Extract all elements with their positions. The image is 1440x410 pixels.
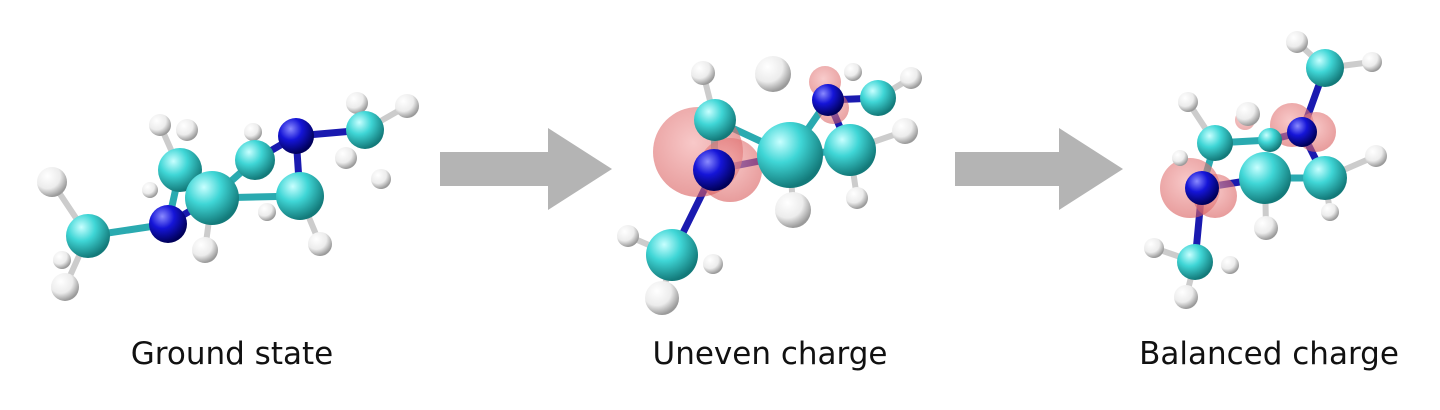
carbon-atom bbox=[860, 80, 896, 116]
carbon-atom bbox=[1306, 49, 1344, 87]
hydrogen-atom bbox=[755, 56, 791, 92]
molecule-uneven-charge bbox=[617, 56, 922, 315]
hydrogen-atom bbox=[775, 192, 811, 228]
carbon-atom bbox=[1197, 125, 1233, 161]
hydrogen-atom bbox=[1321, 203, 1339, 221]
molecule-balanced-charge bbox=[1144, 31, 1387, 309]
hydrogen-atom bbox=[1365, 145, 1387, 167]
atoms bbox=[1144, 31, 1387, 309]
hydrogen-atom bbox=[1254, 216, 1278, 240]
carbon-atom bbox=[694, 99, 736, 141]
right-arrow-icon bbox=[440, 128, 612, 210]
carbon-atom bbox=[346, 111, 384, 149]
carbon-atom bbox=[1239, 152, 1291, 204]
panel-ground-state: Ground state bbox=[0, 0, 440, 410]
nitrogen-atom bbox=[693, 149, 735, 191]
hydrogen-atom bbox=[258, 203, 276, 221]
nitrogen-atom bbox=[1287, 117, 1317, 147]
carbon-atom bbox=[158, 148, 202, 192]
hydrogen-atom bbox=[308, 232, 332, 256]
hydrogen-atom bbox=[1144, 238, 1164, 258]
panel-uneven-charge: Uneven charge bbox=[600, 0, 960, 410]
caption-balanced-charge: Balanced charge bbox=[1139, 336, 1399, 372]
hydrogen-atom bbox=[900, 67, 922, 89]
nitrogen-atom bbox=[812, 84, 844, 116]
hydrogen-atom bbox=[1221, 256, 1239, 274]
caption-ground-state: Ground state bbox=[130, 336, 334, 372]
molecule-ground-state bbox=[37, 92, 419, 301]
hydrogen-atom bbox=[51, 273, 79, 301]
hydrogen-atom bbox=[645, 281, 679, 315]
carbon-atom bbox=[1258, 128, 1282, 152]
hydrogen-atom bbox=[149, 114, 171, 136]
carbon-atom bbox=[646, 229, 698, 281]
hydrogen-atom bbox=[1362, 52, 1382, 72]
right-arrow-icon bbox=[955, 128, 1123, 210]
hydrogen-atom bbox=[617, 225, 639, 247]
caption-uneven-charge: Uneven charge bbox=[652, 336, 888, 372]
carbon-atom bbox=[1303, 156, 1347, 200]
hydrogen-atom bbox=[1236, 102, 1260, 126]
hydrogen-atom bbox=[371, 169, 391, 189]
hydrogen-atom bbox=[844, 63, 862, 81]
hydrogen-atom bbox=[37, 167, 67, 197]
hydrogen-atom bbox=[703, 254, 723, 274]
hydrogen-atom bbox=[892, 118, 918, 144]
hydrogen-atom bbox=[395, 94, 419, 118]
hydrogen-atom bbox=[691, 61, 715, 85]
hydrogen-atom bbox=[335, 147, 357, 169]
carbon-atom bbox=[185, 171, 239, 225]
hydrogen-atom bbox=[53, 251, 71, 269]
atoms bbox=[37, 92, 419, 301]
carbon-atom bbox=[1177, 244, 1213, 280]
nitrogen-atom bbox=[1185, 171, 1219, 205]
hydrogen-atom bbox=[1286, 31, 1308, 53]
hydrogen-atom bbox=[142, 182, 158, 198]
hydrogen-atom bbox=[176, 119, 198, 141]
carbon-atom bbox=[276, 172, 324, 220]
hydrogen-atom bbox=[244, 123, 262, 141]
hydrogen-atom bbox=[1174, 285, 1198, 309]
panel-balanced-charge: Balanced charge bbox=[1120, 0, 1440, 410]
carbon-atom bbox=[66, 214, 110, 258]
hydrogen-atom bbox=[346, 92, 368, 114]
hydrogen-atom bbox=[1178, 92, 1198, 112]
hydrogen-atom bbox=[1172, 150, 1188, 166]
nitrogen-atom bbox=[149, 205, 187, 243]
hydrogen-atom bbox=[192, 237, 218, 263]
carbon-atom bbox=[757, 122, 823, 188]
carbon-atom bbox=[235, 140, 275, 180]
carbon-atom bbox=[824, 124, 876, 176]
atoms bbox=[617, 56, 922, 315]
hydrogen-atom bbox=[846, 187, 868, 209]
nitrogen-atom bbox=[278, 118, 314, 154]
